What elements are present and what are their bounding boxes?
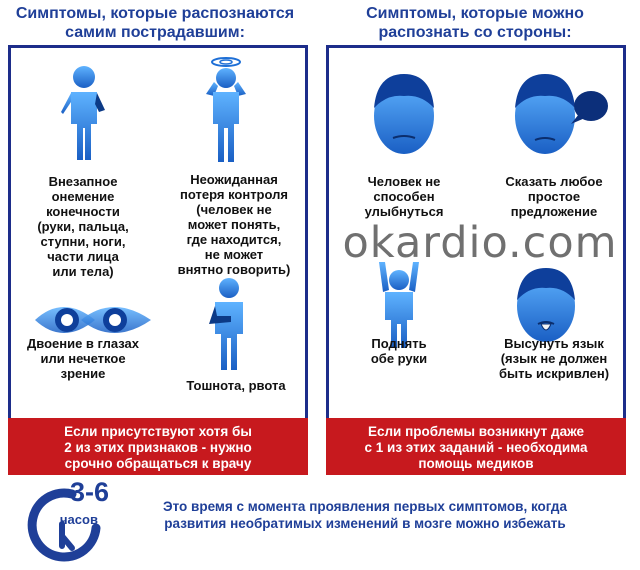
left-column-title: Симптомы, которые распознаются самим пос… <box>5 4 305 42</box>
speech-label: Сказать любое простое предложение <box>505 174 603 219</box>
person-arm-numb-icon <box>49 62 119 167</box>
numbness-label: Внезапное онемение конечности (руки, пал… <box>37 174 129 279</box>
raise-hands-label: Поднять обе руки <box>370 336 428 366</box>
person-raise-hands-icon <box>369 260 429 355</box>
self-symptoms-panel: Внезапное онемение конечности (руки, пал… <box>8 45 308 421</box>
no-smile-label: Человек не способен улыбнуться <box>364 174 444 219</box>
right-column-title: Симптомы, которые можно распознать со ст… <box>325 4 625 42</box>
left-warning-banner: Если присутствуют хотя бы 2 из этих приз… <box>8 418 308 475</box>
double-vision-eyes-icon <box>33 296 153 349</box>
left-title-line: Симптомы, которые распознаются <box>15 5 295 22</box>
right-warning-banner: Если проблемы возникнут даже с 1 из этих… <box>326 418 626 475</box>
footer-text: Это время с момента проявления первых си… <box>163 499 567 531</box>
right-title-line: распознать со стороны: <box>378 24 572 41</box>
left-title-line: самим пострадавшим: <box>65 24 245 41</box>
clock-icon <box>26 484 106 564</box>
person-dizzy-icon <box>196 52 256 169</box>
face-speech-bubble-icon <box>509 66 609 163</box>
clock-unit: часов <box>60 512 98 527</box>
clock-number: 3-6 <box>70 477 110 507</box>
tongue-label: Высунуть язык (язык не должен быть искри… <box>498 336 610 381</box>
nausea-label: Тошнота, рвота <box>186 378 286 393</box>
person-nausea-icon <box>201 276 257 376</box>
watermark: okardio.com <box>342 218 618 268</box>
right-title-line: Симптомы, которые можно <box>366 5 584 22</box>
double-vision-label: Двоение в глазах или нечеткое зрение <box>26 336 140 381</box>
face-tongue-out-icon <box>511 262 581 351</box>
face-no-smile-icon <box>369 68 439 163</box>
loss-of-control-label: Неожиданная потеря контроля (человек не … <box>177 172 291 277</box>
